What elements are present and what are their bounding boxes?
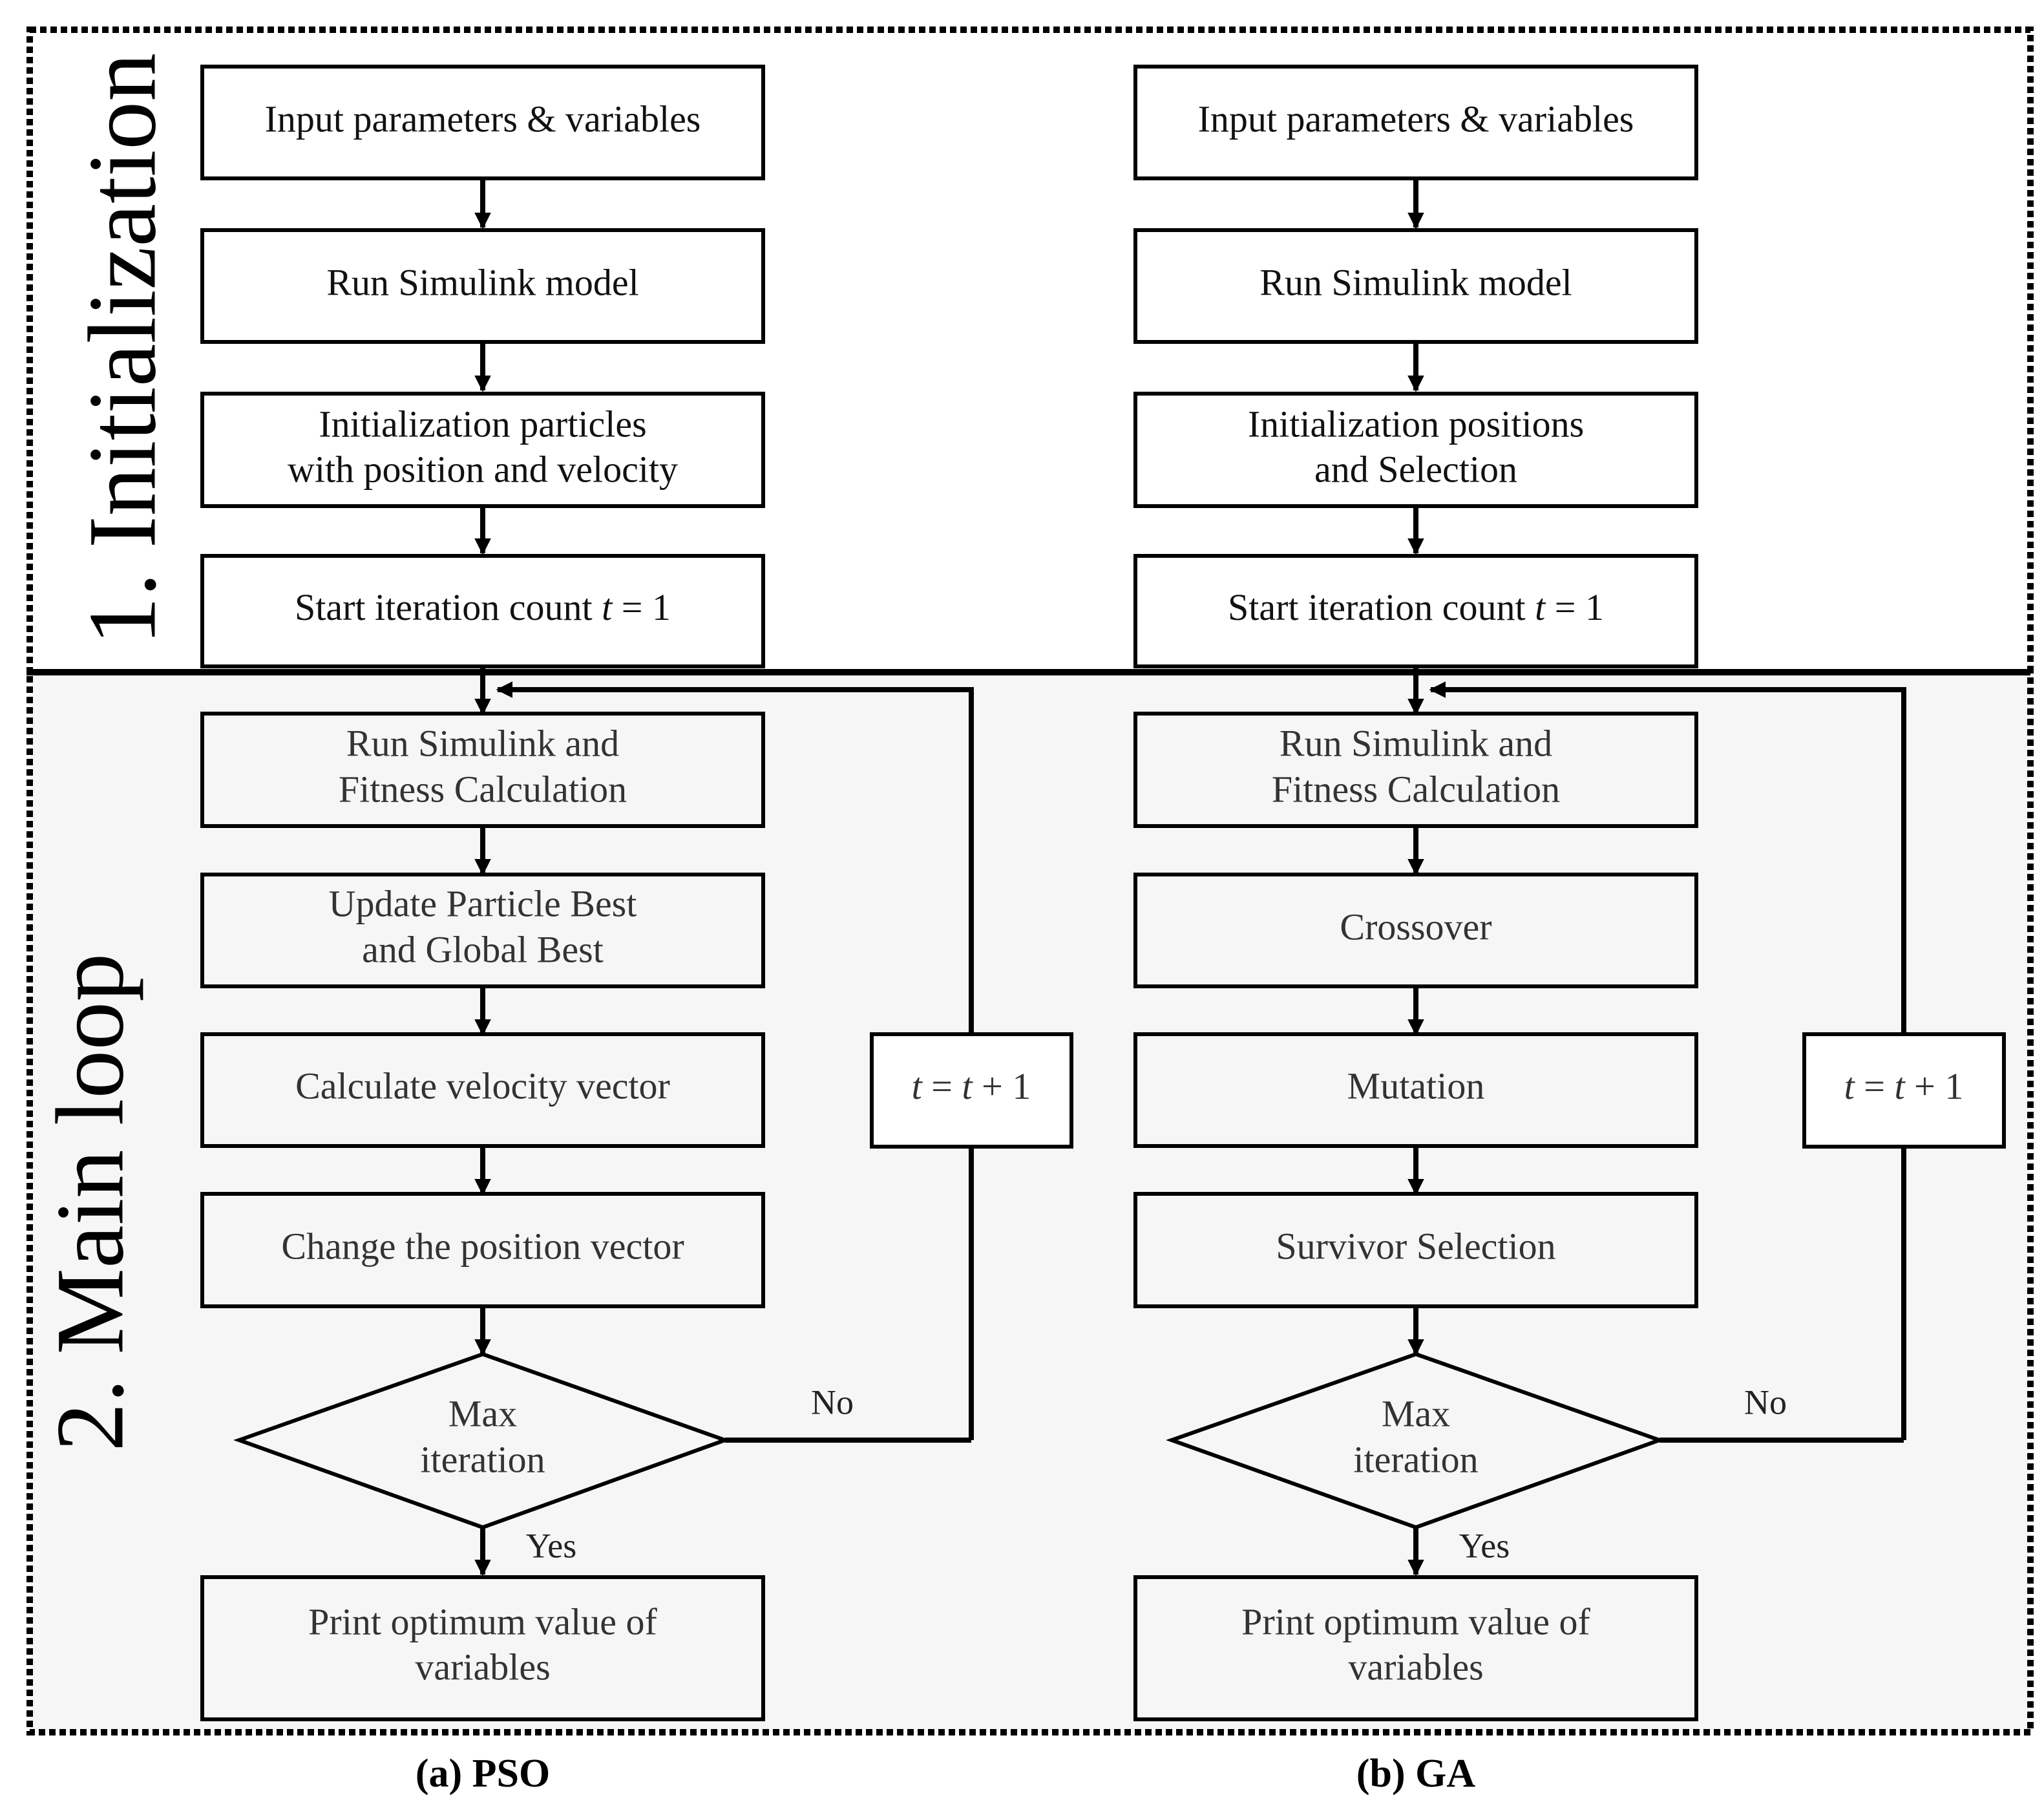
pso-start-prefix: Start iteration count	[295, 586, 602, 628]
pso-decision-text-1: Max	[448, 1392, 517, 1434]
pso-position-box	[200, 1192, 765, 1308]
pso-start-text: Start iteration count t = 1	[295, 586, 671, 628]
ga-print-text-1: Print optimum value of	[1241, 1600, 1590, 1642]
ga-increment-box	[1802, 1032, 2006, 1149]
pso-velocity-text: Calculate velocity vector	[295, 1065, 670, 1107]
ga-increment-t2: t	[1895, 1065, 1906, 1107]
pso-increment-t2: t	[962, 1065, 974, 1107]
pso-decision-text-2: iteration	[420, 1438, 545, 1480]
ga-increment-text: t = t + 1	[1844, 1065, 1964, 1107]
ga-init-text-1: Initialization positions	[1248, 403, 1584, 445]
ga-survivor-box	[1133, 1192, 1698, 1308]
initialization-section-border	[26, 27, 2034, 675]
ga-input-text: Input parameters & variables	[1198, 98, 1634, 140]
ga-mutation-box	[1133, 1032, 1698, 1148]
pso-increment-eq: =	[922, 1065, 962, 1107]
pso-print-box	[200, 1575, 765, 1721]
pso-start-suffix: = 1	[612, 586, 671, 628]
pso-increment-t1: t	[912, 1065, 923, 1107]
pso-init-box	[200, 392, 765, 508]
ga-caption: (b) GA	[1356, 1752, 1476, 1796]
pso-run-model-box	[200, 228, 765, 344]
pso-update-best-text-2: and Global Best	[362, 928, 604, 970]
pso-increment-text: t = t + 1	[912, 1065, 1031, 1107]
pso-max-iteration-decision	[233, 1352, 731, 1530]
pso-update-best-text-1: Update Particle Best	[329, 882, 637, 924]
pso-input-text: Input parameters & variables	[265, 98, 701, 140]
ga-no-label: No	[1744, 1383, 1787, 1421]
pso-start-t: t	[602, 586, 613, 628]
ga-start-prefix: Start iteration count	[1228, 586, 1535, 628]
ga-start-text: Start iteration count t = 1	[1228, 586, 1604, 628]
pso-print-text-1: Print optimum value of	[308, 1600, 657, 1642]
ga-init-box	[1133, 392, 1698, 508]
ga-flowchart: Input parameters & variables Run Simulin…	[1133, 65, 2006, 1721]
pso-velocity-box	[200, 1032, 765, 1148]
ga-start-suffix: = 1	[1545, 586, 1604, 628]
ga-loop-return-arrow	[1429, 681, 1906, 1034]
ga-print-box	[1133, 1575, 1698, 1721]
ga-crossover-box	[1133, 873, 1698, 988]
pso-print-text-2: variables	[415, 1646, 550, 1688]
ga-fitness-text-1: Run Simulink and	[1280, 722, 1552, 764]
ga-yes-label: Yes	[1459, 1526, 1510, 1565]
ga-fitness-box	[1133, 712, 1698, 828]
pso-update-best-box	[200, 873, 765, 988]
pso-input-box	[200, 65, 765, 180]
pso-flowchart: Input parameters & variables Run Simulin…	[200, 65, 1073, 1721]
ga-start-box	[1133, 554, 1698, 668]
ga-decision-text-1: Max	[1382, 1392, 1450, 1434]
pso-increment-box	[870, 1032, 1073, 1149]
pso-increment-plus: + 1	[973, 1065, 1031, 1107]
ga-mutation-text: Mutation	[1347, 1065, 1485, 1107]
pso-no-label: No	[811, 1383, 854, 1421]
ga-input-box	[1133, 65, 1698, 180]
pso-position-text: Change the position vector	[281, 1225, 684, 1267]
ga-increment-t1: t	[1844, 1065, 1856, 1107]
pso-caption: (a) PSO	[416, 1752, 550, 1796]
pso-loop-return-arrow	[496, 681, 974, 1034]
ga-crossover-text: Crossover	[1340, 906, 1491, 948]
pso-start-box	[200, 554, 765, 668]
initialization-section-title: 1. Initialization	[68, 53, 176, 645]
pso-fitness-text-1: Run Simulink and	[346, 722, 619, 764]
pso-fitness-box	[200, 712, 765, 828]
ga-start-t: t	[1535, 586, 1546, 628]
pso-init-text-2: with position and velocity	[288, 448, 678, 490]
ga-survivor-text: Survivor Selection	[1276, 1225, 1555, 1267]
pso-run-model-text: Run Simulink model	[326, 261, 638, 303]
ga-decision-text-2: iteration	[1353, 1438, 1478, 1480]
ga-fitness-text-2: Fitness Calculation	[1272, 768, 1560, 810]
pso-fitness-text-2: Fitness Calculation	[339, 768, 627, 810]
pso-init-text-1: Initialization particles	[319, 403, 646, 445]
ga-run-model-box	[1133, 228, 1698, 344]
ga-increment-eq: =	[1855, 1065, 1895, 1107]
ga-run-model-text: Run Simulink model	[1259, 261, 1572, 303]
main-loop-section-title: 2. Main loop	[36, 953, 143, 1452]
ga-init-text-2: and Selection	[1314, 448, 1517, 490]
ga-increment-plus: + 1	[1905, 1065, 1964, 1107]
ga-print-text-2: variables	[1348, 1646, 1483, 1688]
pso-yes-label: Yes	[526, 1526, 577, 1565]
ga-max-iteration-decision	[1166, 1352, 1665, 1530]
